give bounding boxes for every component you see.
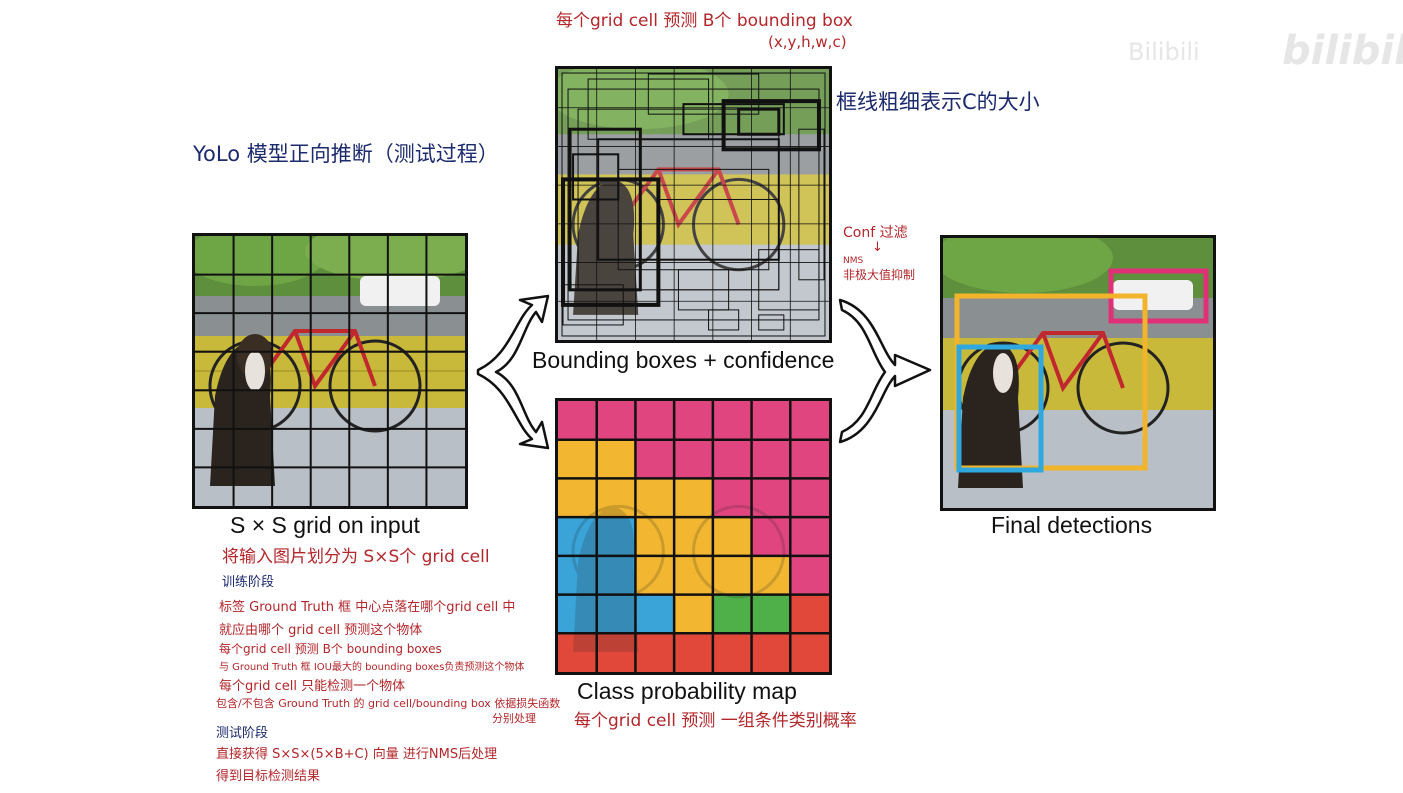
- class-cell-yellow: [751, 555, 791, 595]
- class-cell-yellow: [674, 517, 713, 556]
- final-caption: Final detections: [991, 512, 1153, 538]
- training-sub-note: 分别处理: [492, 712, 536, 725]
- boxes-grid-lines: [558, 69, 829, 340]
- class-cell-yellow: [635, 478, 675, 518]
- split-arrow-icon: [476, 294, 550, 450]
- input-grid-image: [192, 233, 468, 509]
- training-line: 标签 Ground Truth 框 中心点落在哪个grid cell 中: [219, 600, 516, 615]
- class-cell-pink: [790, 478, 829, 518]
- training-line: 与 Ground Truth 框 IOU最大的 bounding boxes负责…: [219, 662, 525, 673]
- detection-boxes: [954, 268, 1209, 473]
- bounding-boxes-image: [555, 66, 832, 343]
- conf-filter-note: Conf 过滤: [843, 225, 908, 241]
- class-cell-red: [712, 633, 752, 672]
- class-cell-red: [674, 633, 713, 672]
- grid-note: 将输入图片划分为 S×S个 grid cell: [222, 547, 490, 567]
- class-cell-red: [751, 633, 791, 672]
- class-cell-red: [596, 633, 636, 672]
- class-cell-pink: [674, 401, 713, 440]
- class-cell-pink: [712, 401, 752, 440]
- class-cell-blue: [558, 517, 597, 556]
- class-cell-pink: [558, 401, 597, 440]
- nms-note: NMS: [843, 256, 864, 266]
- training-line: 就应由哪个 grid cell 预测这个物体: [219, 623, 423, 638]
- nms-cn-note: 非极大值抑制: [843, 268, 916, 282]
- class-cell-yellow: [596, 478, 636, 518]
- class-cell-blue: [596, 555, 636, 595]
- class-cell-pink: [635, 401, 675, 440]
- grid-caption: S × S grid on input: [230, 512, 420, 538]
- class-cell-yellow: [712, 517, 752, 556]
- class-cell-pink: [790, 439, 829, 479]
- top-note-line2: (x,y,h,w,c): [768, 33, 847, 51]
- class-cell-pink: [751, 401, 791, 440]
- class-cell-yellow: [674, 555, 713, 595]
- class-cell-yellow: [635, 517, 675, 556]
- class-cell-pink: [674, 439, 713, 479]
- title-note: YoLo 模型正向推断（测试过程）: [193, 142, 499, 166]
- class-cell-green: [712, 594, 752, 634]
- class-grid-lines: [558, 401, 829, 672]
- channel-watermark: Bilibili: [1128, 38, 1200, 66]
- final-detections-image: [940, 235, 1216, 511]
- class-cell-pink: [790, 401, 829, 440]
- training-line: 每个grid cell 只能检测一个物体: [219, 679, 406, 694]
- class-cell-blue: [558, 594, 597, 634]
- class-cell-pink: [790, 517, 829, 556]
- training-line: 每个grid cell 预测 B个 bounding boxes: [219, 642, 442, 656]
- box-overlay: [561, 72, 826, 337]
- class-cell-yellow: [558, 478, 597, 518]
- class-cell-pink: [596, 401, 636, 440]
- class-map-cells: [558, 401, 829, 672]
- input-grid-lines: [195, 236, 465, 506]
- testing-line: 得到目标检测结果: [216, 769, 321, 784]
- training-heading: 训练阶段: [222, 575, 275, 590]
- class-cell-pink: [712, 439, 752, 479]
- top-note-line1: 每个grid cell 预测 B个 bounding box: [556, 11, 853, 31]
- class-cell-red: [790, 594, 829, 634]
- class-cell-yellow: [635, 555, 675, 595]
- class-cell-pink: [712, 478, 752, 518]
- class-cell-blue: [596, 594, 636, 634]
- class-map-photo-ghost: [571, 504, 786, 652]
- class-cell-red: [558, 633, 597, 672]
- class-probability-image: [555, 398, 832, 675]
- class-cell-yellow: [712, 555, 752, 595]
- class-cell-red: [790, 633, 829, 672]
- class-cell-pink: [751, 478, 791, 518]
- class-cell-pink: [751, 439, 791, 479]
- class-cell-yellow: [674, 594, 713, 634]
- merge-arrow-icon: [838, 298, 932, 444]
- class-cell-red: [635, 633, 675, 672]
- class-cell-pink: [751, 517, 791, 556]
- class-note: 每个grid cell 预测 一组条件类别概率: [574, 711, 857, 731]
- class-cell-yellow: [674, 478, 713, 518]
- class-cell-blue: [596, 517, 636, 556]
- class-cell-blue: [558, 555, 597, 595]
- testing-line: 直接获得 S×S×(5×B+C) 向量 进行NMS后处理: [216, 747, 498, 762]
- class-cell-pink: [790, 555, 829, 595]
- boxes-caption: Bounding boxes + confidence: [532, 347, 835, 373]
- class-cell-green: [751, 594, 791, 634]
- thickness-note: 框线粗细表示C的大小: [836, 90, 1040, 114]
- class-cell-pink: [635, 439, 675, 479]
- testing-heading: 测试阶段: [216, 726, 269, 741]
- class-cell-yellow: [596, 439, 636, 479]
- classmap-caption: Class probability map: [577, 678, 797, 704]
- class-cell-blue: [635, 594, 675, 634]
- filter-arrow-note: ↓: [872, 240, 883, 255]
- training-line: 包含/不包含 Ground Truth 的 grid cell/bounding…: [216, 697, 561, 710]
- dog-detection-box: [956, 344, 1044, 473]
- class-cell-yellow: [558, 439, 597, 479]
